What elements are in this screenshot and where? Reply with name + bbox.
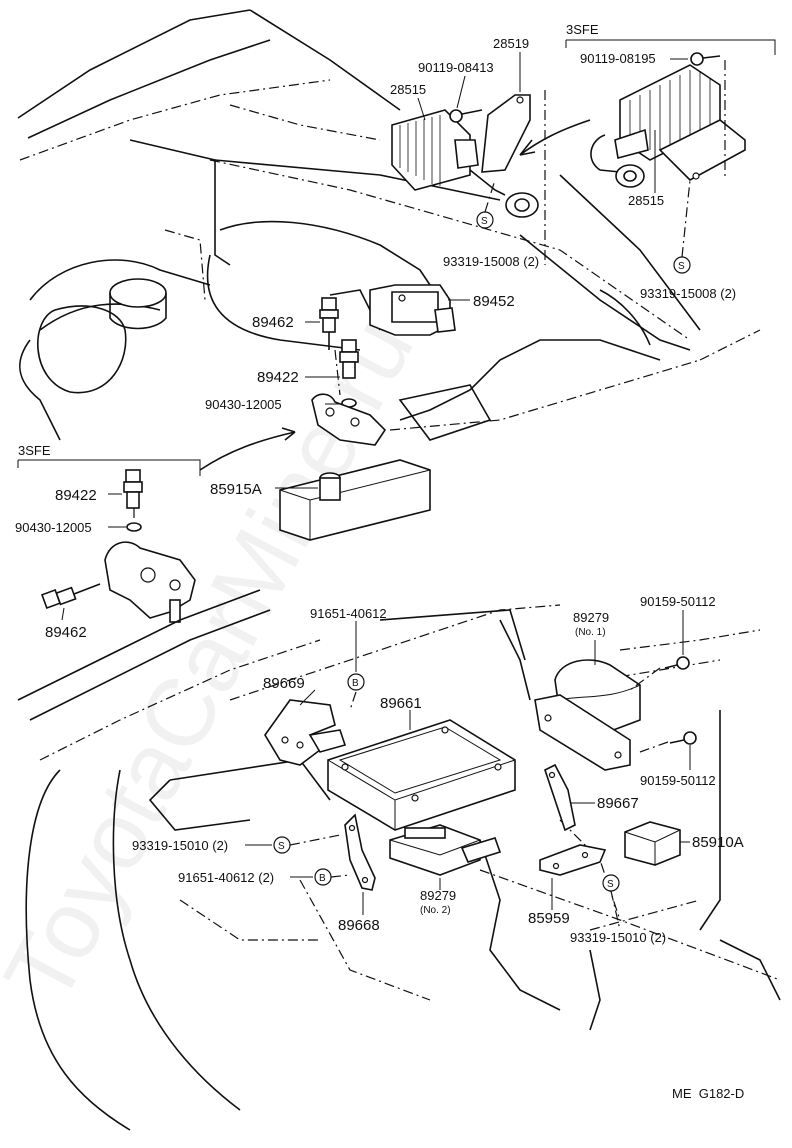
label-89422-top: 89422: [257, 369, 299, 386]
bolt-90119-08195: [690, 52, 721, 66]
svg-text:B: B: [319, 873, 326, 884]
sensor-89452: [369, 284, 456, 336]
label-90159-50112-mid: 90159-50112: [640, 773, 716, 788]
label-28519: 28519: [493, 36, 529, 51]
water-outlet-top: [311, 393, 387, 446]
bolt-90159-mid: [669, 731, 697, 745]
label-89279-no2: 89279: [420, 888, 456, 903]
svg-text:S: S: [607, 879, 614, 890]
callout-labels: 28519 90119-08413 28515 90119-08195 2851…: [15, 36, 744, 945]
label-89279-no2-sub: (No. 2): [420, 905, 451, 916]
label-89452: 89452: [473, 293, 515, 310]
svg-text:S: S: [678, 261, 685, 272]
relay-85910A: [624, 821, 681, 866]
label-90119-08413: 90119-08413: [418, 60, 494, 75]
variant-bracket-left: 3SFE: [17, 443, 201, 476]
label-89661: 89661: [380, 695, 422, 712]
label-89669: 89669: [263, 675, 305, 692]
label-93319-15010-right: 93319-15010 (2): [570, 930, 666, 945]
symbol-s-top-right: S: [673, 256, 691, 274]
label-89422-left: 89422: [55, 487, 97, 504]
label-28515-left: 28515: [390, 82, 426, 97]
label-89279-no1-sub: (No. 1): [575, 627, 606, 638]
water-outlet-left: [104, 541, 196, 623]
bracket-28519: [481, 94, 531, 173]
svg-text:S: S: [481, 216, 488, 227]
gasket-90430-left: [126, 522, 142, 532]
label-28515-right: 28515: [628, 193, 664, 208]
arrow-3sfe-left: [199, 431, 296, 471]
svg-text:S: S: [278, 841, 285, 852]
leader-lines: [61, 52, 726, 931]
label-85915A: 85915A: [210, 481, 262, 498]
label-90430-top: 90430-12005: [205, 397, 282, 412]
lower-body-outline: [17, 589, 781, 1131]
label-93319-15008-left: 93319-15008 (2): [443, 254, 539, 269]
label-90159-50112-top: 90159-50112: [640, 594, 716, 609]
sensor-89462-top: [319, 297, 339, 350]
bracket-89667: [544, 763, 576, 832]
ecu-89661: [327, 719, 516, 831]
svg-text:B: B: [352, 678, 359, 689]
bracket-89669: [264, 699, 347, 766]
label-89462-left: 89462: [45, 624, 87, 641]
bracket-85959: [539, 844, 607, 876]
label-85910A: 85910A: [692, 834, 744, 851]
symbol-b-top: B: [347, 673, 365, 691]
symbol-s-top-left: S: [476, 211, 494, 229]
relay-89279-no2: [389, 824, 502, 876]
engine-bay-outline: [17, 9, 761, 441]
label-89667: 89667: [597, 795, 639, 812]
label-93319-15008-right: 93319-15008 (2): [640, 286, 736, 301]
label-93319-15010-left: 93319-15010 (2): [132, 838, 228, 853]
relay-89279-no1: [534, 659, 641, 771]
resistor-28515-right: [590, 64, 746, 188]
label-89462-top: 89462: [252, 314, 294, 331]
bolt-90119-08413: [449, 109, 483, 123]
label-91651-40612-left: 91651-40612 (2): [178, 870, 274, 885]
label-85959: 85959: [528, 910, 570, 927]
variant-label-3sfe-top: 3SFE: [566, 22, 599, 37]
sensor-89462-left: [41, 583, 101, 609]
variant-bracket-top-right: 3SFE: [565, 22, 776, 55]
variant-label-3sfe-left: 3SFE: [18, 443, 51, 458]
sensor-89422-left: [123, 469, 143, 509]
bracket-89668: [344, 813, 376, 891]
label-90119-08195: 90119-08195: [580, 51, 656, 66]
resistor-28515-left: [391, 109, 539, 218]
label-89279-no1: 89279: [573, 610, 609, 625]
label-89668: 89668: [338, 917, 380, 934]
symbol-b-lower-left: B: [314, 868, 332, 886]
arrow-to-resistor: [519, 119, 591, 156]
relay-85915A: [279, 459, 431, 541]
label-90430-left: 90430-12005: [15, 520, 92, 535]
bolt-90159-top: [664, 656, 690, 670]
drawing-code: ME G182-D: [672, 1086, 744, 1101]
symbol-s-lower-right: S: [602, 874, 620, 892]
sensor-89422-top: [339, 339, 359, 379]
symbol-s-lower-left: S: [273, 836, 291, 854]
label-91651-40612-top: 91651-40612: [310, 606, 387, 621]
